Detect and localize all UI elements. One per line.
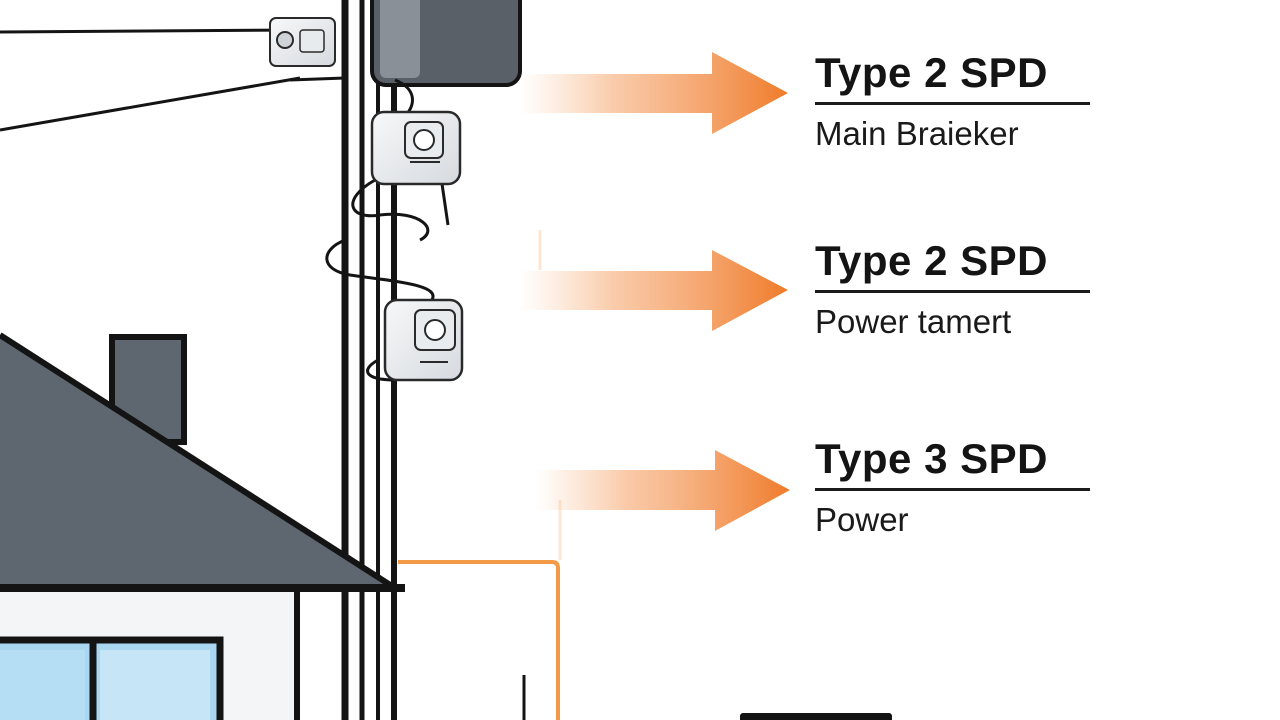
label-block-2: Type 2 SPD Power tamert [815,238,1090,341]
spd-type-title: Type 2 SPD [815,50,1090,105]
transformer-box [370,0,522,87]
arrow-3 [535,450,790,531]
spd-location-subtitle: Main Braieker [815,115,1019,152]
meter-box-1 [370,110,462,186]
label-block-3: Type 3 SPD Power [815,436,1090,539]
outlet-device [740,713,892,720]
arrow-1 [520,52,788,134]
pole-insulator [269,17,336,67]
overhead-wires [0,28,346,132]
spd-location-subtitle: Power [815,501,909,538]
orange-wiring [398,560,560,720]
spd-type-title: Type 2 SPD [815,238,1090,293]
spd-location-subtitle: Power tamert [815,303,1012,340]
arrow-2 [520,250,788,331]
meter-box-2 [383,298,464,382]
spd-type-title: Type 3 SPD [815,436,1090,491]
label-block-1: Type 2 SPD Main Braieker [815,50,1090,153]
house-window [0,636,224,720]
